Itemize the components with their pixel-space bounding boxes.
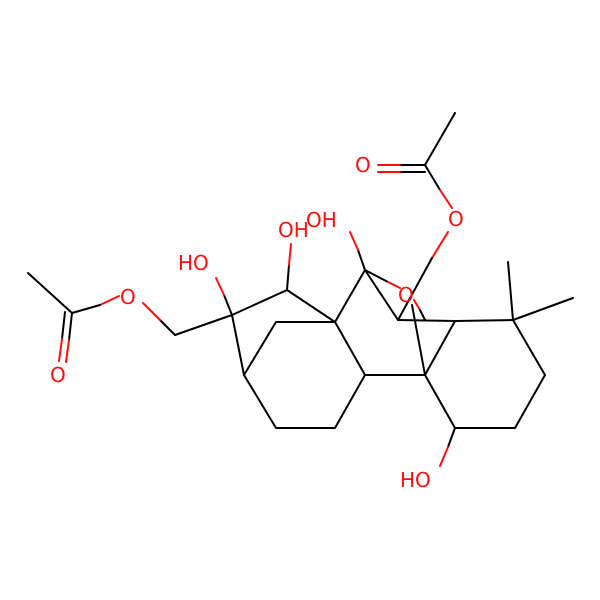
hydroxyl-label-top-left: OH [278, 218, 309, 242]
carbon-skeleton [27, 112, 574, 429]
hydroxyl-label-top-middle: OH [306, 208, 337, 232]
ester-oxygen-label-top: O [448, 207, 464, 231]
ester-oxygen-label-left: O [120, 285, 136, 309]
hydroxyl-label-left: HO [178, 251, 209, 275]
hydroxyl-label-bottom: HO [400, 468, 431, 492]
carbonyl-oxygen-label-left: O [50, 363, 66, 387]
atom-labels: O O OH OH HO O O O HO [50, 153, 464, 492]
heteroatom-bonds [58, 164, 456, 467]
carbonyl-oxygen-label-top: O [355, 153, 371, 177]
ring-ether-oxygen-label: O [398, 283, 414, 307]
